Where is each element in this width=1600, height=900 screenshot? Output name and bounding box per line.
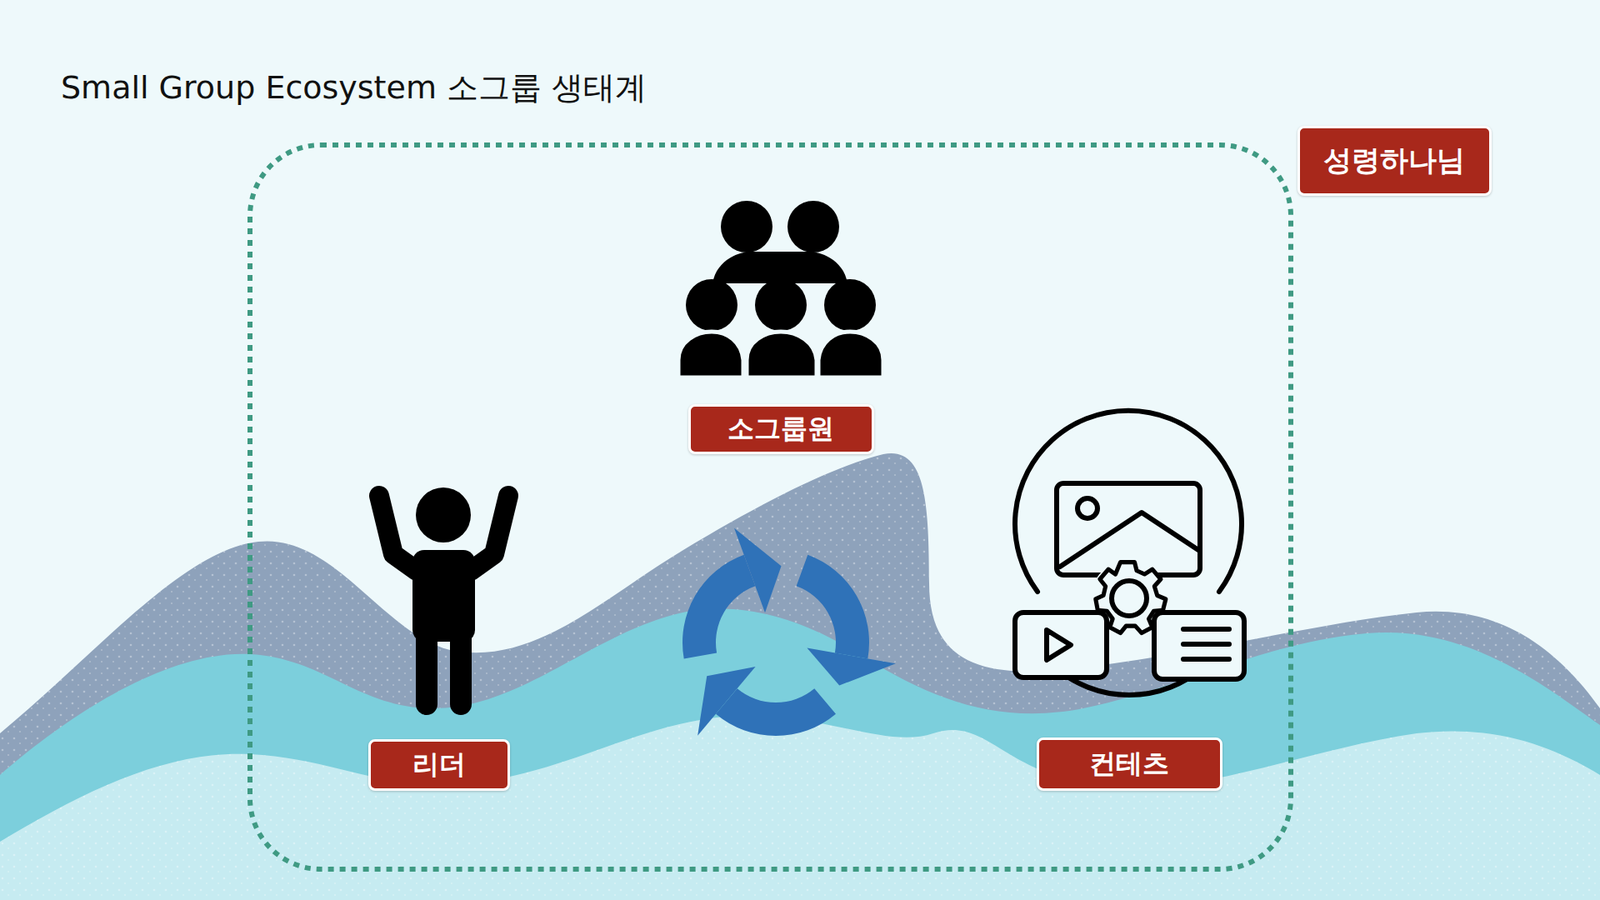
- cycle-arrowhead: [806, 648, 895, 686]
- light-wave: [0, 715, 1600, 900]
- cycle-arrowhead: [734, 528, 781, 613]
- cycle-arrowhead: [697, 666, 755, 736]
- gray-wave: [0, 453, 1600, 900]
- label-text: 컨테츠: [1089, 745, 1170, 783]
- content-icon: [1015, 410, 1245, 695]
- label-text: 리더: [412, 746, 466, 784]
- members-icon: [678, 200, 884, 378]
- wave-texture: [0, 715, 1600, 900]
- diagram-title: Small Group Ecosystem 소그룹 생태계: [60, 66, 647, 110]
- cycle-arc: [796, 555, 870, 660]
- cycle-arrows: [682, 528, 896, 736]
- label-text: 성령하나님: [1323, 141, 1465, 180]
- ecosystem-boundary: [250, 145, 1291, 870]
- teal-wave: [0, 609, 1600, 900]
- label-box: 리더: [368, 739, 510, 791]
- label-box: 컨테츠: [1036, 737, 1223, 791]
- label-box: 성령하나님: [1297, 125, 1492, 196]
- cycle-arc: [715, 688, 836, 736]
- leader-figure: [379, 487, 509, 705]
- label-box: 소그룹원: [688, 404, 875, 455]
- label-text: 소그룹원: [727, 410, 835, 448]
- cycle-arc: [682, 555, 755, 660]
- wave-texture: [0, 453, 1600, 900]
